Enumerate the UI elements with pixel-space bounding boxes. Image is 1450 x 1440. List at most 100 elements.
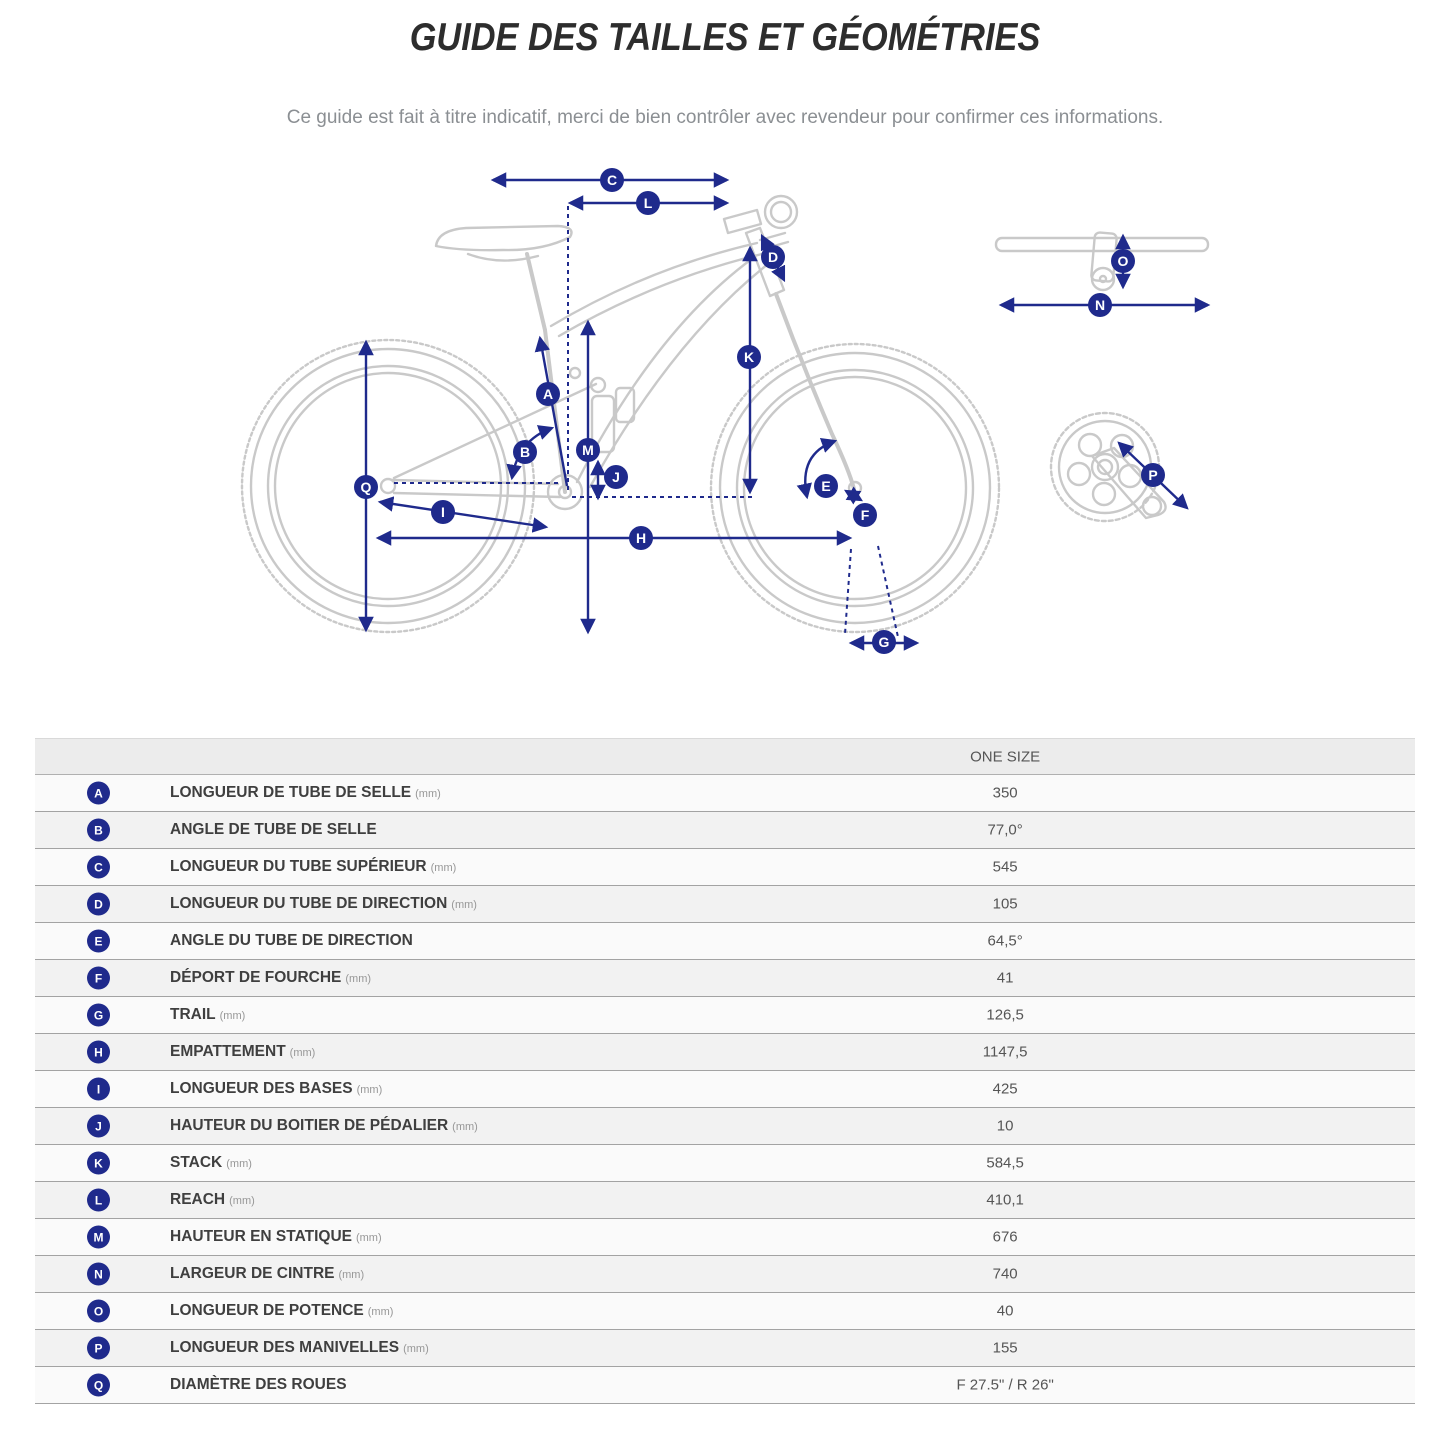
row-value: 105 [992, 895, 1018, 913]
row-value: 77,0° [987, 821, 1023, 839]
table-row: F DÉPORT DE FOURCHE(mm) 41 [35, 960, 1415, 997]
measure-b: B [506, 425, 555, 481]
table-header-row: ONE SIZE [35, 739, 1415, 775]
diagram-label-b: B [520, 444, 530, 460]
row-letter-badge: F [87, 966, 110, 990]
measure-i: I [377, 496, 549, 533]
row-letter-badge: K [87, 1151, 110, 1175]
row-label: REACH(mm) [170, 1191, 255, 1208]
row-letter-badge: L [87, 1188, 110, 1212]
table-body: A LONGUEUR DE TUBE DE SELLE(mm) 350 B AN… [35, 775, 1415, 1404]
diagram-label-o: O [1118, 253, 1129, 269]
measure-c: C [490, 168, 730, 192]
row-letter-badge: N [87, 1262, 110, 1286]
measure-d: D [760, 233, 786, 283]
row-letter-badge: Q [87, 1373, 110, 1397]
table-row: H EMPATTEMENT(mm) 1147,5 [35, 1034, 1415, 1071]
table-row: B ANGLE DE TUBE DE SELLE 77,0° [35, 812, 1415, 849]
row-unit: (mm) [451, 899, 477, 911]
row-unit: (mm) [338, 1269, 365, 1281]
row-unit: (mm) [226, 1158, 252, 1170]
row-label: LARGEUR DE CINTRE(mm) [170, 1265, 365, 1282]
row-letter-badge: C [87, 855, 110, 879]
bike-outline [240, 194, 1210, 634]
row-letter-badge: H [87, 1040, 110, 1064]
row-unit: (mm) [356, 1084, 383, 1096]
table-row: G TRAIL(mm) 126,5 [35, 997, 1415, 1034]
measure-h: H [375, 526, 853, 550]
row-unit: (mm) [430, 862, 457, 874]
row-unit: (mm) [219, 1010, 246, 1022]
row-letter-badge: G [87, 1003, 110, 1027]
page-subtitle: Ce guide est fait à titre indicatif, mer… [286, 107, 1164, 128]
measure-e: E [796, 438, 838, 500]
row-label: ANGLE DU TUBE DE DIRECTION [170, 932, 413, 949]
table-row: L REACH(mm) 410,1 [35, 1182, 1415, 1219]
diagram-label-h: H [636, 530, 646, 546]
row-value: 40 [996, 1302, 1014, 1320]
measure-j: J [394, 459, 753, 501]
table-row: C LONGUEUR DU TUBE SUPÉRIEUR(mm) 545 [35, 849, 1415, 886]
row-value: 1147,5 [982, 1043, 1028, 1061]
row-letter-badge: B [87, 818, 110, 842]
diagram-label-e: E [821, 478, 830, 494]
row-label: DIAMÈTRE DES ROUES [170, 1376, 347, 1393]
measure-m: M [576, 319, 600, 635]
measure-n: N [998, 293, 1211, 317]
geometry-diagram: C L D K A B M J Q [0, 150, 1450, 738]
row-label: HAUTEUR EN STATIQUE(mm) [170, 1228, 382, 1245]
row-label: TRAIL(mm) [170, 1006, 246, 1023]
row-unit: (mm) [289, 1047, 316, 1059]
row-unit: (mm) [403, 1343, 429, 1355]
measure-f: F [843, 486, 877, 527]
table-row: I LONGUEUR DES BASES(mm) 425 [35, 1071, 1415, 1108]
row-letter-badge: M [87, 1225, 110, 1249]
diagram-label-f: F [861, 507, 870, 523]
row-label: HAUTEUR DU BOITIER DE PÉDALIER(mm) [170, 1117, 478, 1134]
row-unit: (mm) [367, 1306, 394, 1318]
row-value: 425 [992, 1080, 1018, 1098]
page-title: GUIDE DES TAILLES ET GÉOMÉTRIES [409, 16, 1041, 59]
measure-o: O [1111, 233, 1135, 290]
row-value: 41 [996, 969, 1014, 987]
row-label: ANGLE DE TUBE DE SELLE [170, 821, 377, 838]
row-unit: (mm) [355, 1232, 382, 1244]
row-value: 410,1 [986, 1191, 1024, 1209]
row-unit: (mm) [345, 973, 372, 985]
measure-l: L [567, 191, 730, 490]
row-value: 126,5 [986, 1006, 1024, 1024]
row-letter-badge: J [87, 1114, 110, 1138]
row-value: 545 [992, 858, 1018, 876]
row-letter-badge: D [87, 892, 110, 916]
row-letter-badge: O [87, 1299, 110, 1323]
diagram-label-l: L [644, 195, 653, 211]
measure-k: K [737, 245, 761, 495]
row-label: LONGUEUR DES BASES(mm) [170, 1080, 383, 1097]
row-value: 740 [992, 1265, 1018, 1283]
row-unit: (mm) [229, 1195, 255, 1207]
row-value: F 27.5" / R 26" [956, 1376, 1054, 1394]
row-value: 64,5° [987, 932, 1023, 950]
row-letter-badge: P [87, 1336, 110, 1360]
rear-wheel [240, 338, 536, 634]
row-value: 155 [992, 1339, 1018, 1357]
diagram-label-p: P [1148, 467, 1157, 483]
table-row: J HAUTEUR DU BOITIER DE PÉDALIER(mm) 10 [35, 1108, 1415, 1145]
diagram-label-n: N [1095, 297, 1105, 313]
row-label: STACK(mm) [170, 1154, 252, 1171]
table-row: A LONGUEUR DE TUBE DE SELLE(mm) 350 [35, 775, 1415, 812]
diagram-label-k: K [744, 349, 754, 365]
geometry-table: ONE SIZE A LONGUEUR DE TUBE DE SELLE(mm)… [35, 738, 1415, 1404]
frame [390, 194, 856, 511]
row-unit: (mm) [415, 788, 441, 800]
row-value: 10 [996, 1117, 1014, 1135]
table-row: P LONGUEUR DES MANIVELLES(mm) 155 [35, 1330, 1415, 1367]
table-row: M HAUTEUR EN STATIQUE(mm) 676 [35, 1219, 1415, 1256]
measure-a: A [534, 335, 569, 487]
diagram-label-j: J [612, 469, 620, 485]
measure-p: P [1117, 441, 1189, 510]
row-value: 350 [992, 784, 1018, 802]
table-row: N LARGEUR DE CINTRE(mm) 740 [35, 1256, 1415, 1293]
table-row: O LONGUEUR DE POTENCE(mm) 40 [35, 1293, 1415, 1330]
row-letter-badge: A [87, 781, 110, 805]
